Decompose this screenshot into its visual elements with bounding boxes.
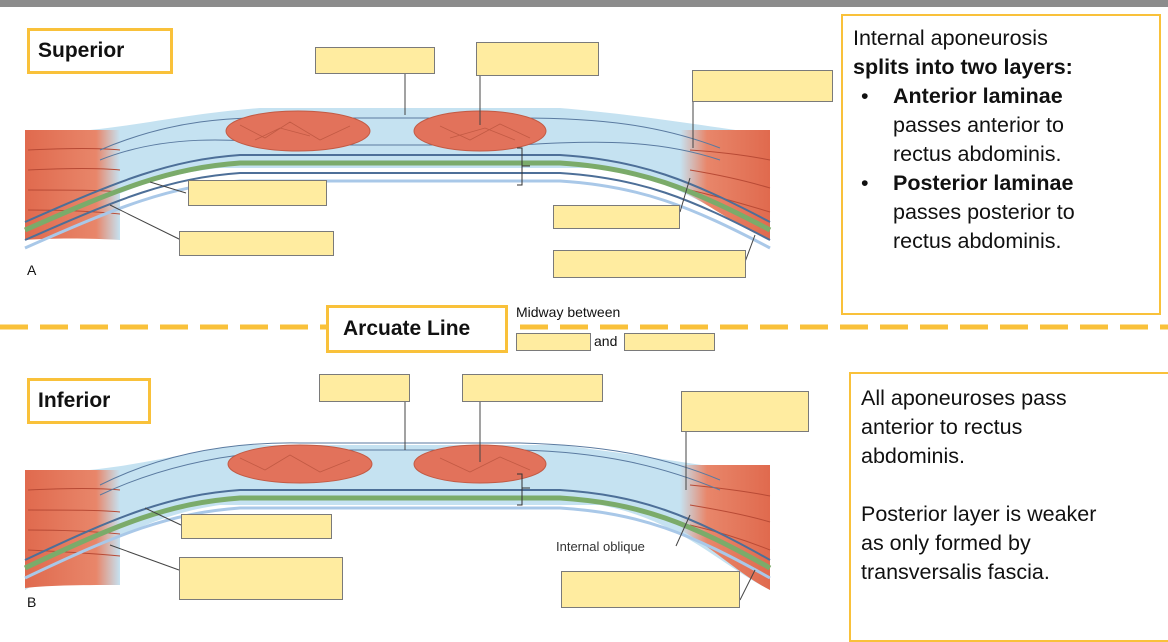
blank-label-midway-2[interactable] — [624, 333, 715, 351]
superior-note-box: Internal aponeurosis splits into two lay… — [841, 14, 1161, 315]
inferior-note-box: All aponeuroses pass anterior to rectus … — [849, 372, 1168, 642]
blank-label-i3[interactable] — [681, 391, 809, 432]
blank-label-i1[interactable] — [319, 374, 410, 402]
midway-between-text: Midway between — [516, 304, 621, 320]
blank-label-s1[interactable] — [315, 47, 435, 74]
blank-label-s5[interactable] — [179, 231, 334, 256]
blank-label-s4[interactable] — [188, 180, 327, 206]
inferior-note-line7: transversalis fascia. — [861, 560, 1050, 584]
bullet-anterior-title: Anterior laminae — [893, 84, 1063, 108]
blank-label-s6[interactable] — [553, 205, 680, 229]
blank-label-s2[interactable] — [476, 42, 599, 76]
superior-leader-lines — [109, 74, 756, 263]
inferior-note-line6: as only formed by — [861, 531, 1031, 555]
arcuate-line-tag: Arcuate Line — [326, 305, 508, 353]
internal-oblique-label: Internal oblique — [556, 539, 645, 554]
bullet-posterior: • Posterior laminae passes posterior to … — [853, 169, 1159, 256]
inferior-note-line5: Posterior layer is weaker — [861, 502, 1097, 526]
arcuate-line-text: Arcuate Line — [343, 317, 471, 340]
blank-label-s7[interactable] — [553, 250, 746, 278]
inferior-tag-text: Inferior — [38, 389, 111, 412]
superior-note-line1: Internal aponeurosis — [853, 26, 1048, 50]
blank-label-i4[interactable] — [181, 514, 332, 539]
top-divider-bar — [0, 0, 1168, 7]
bullet-posterior-title: Posterior laminae — [893, 171, 1074, 195]
inferior-leader-lines — [109, 402, 756, 601]
and-text: and — [594, 333, 618, 349]
blank-label-i2[interactable] — [462, 374, 603, 402]
blank-label-s3[interactable] — [692, 70, 833, 102]
inferior-note-spacer — [861, 471, 1168, 500]
bullet-anterior-line2: rectus abdominis. — [893, 142, 1062, 166]
panel-letter-b: B — [27, 594, 37, 610]
bullet-dot-icon: • — [861, 171, 869, 195]
inferior-note-line2: anterior to rectus — [861, 415, 1023, 439]
inferior-note-line1: All aponeuroses pass — [861, 386, 1067, 410]
bullet-dot-icon: • — [861, 84, 869, 108]
blank-label-midway-1[interactable] — [516, 333, 591, 351]
bullet-anterior-line1: passes anterior to — [893, 113, 1064, 137]
superior-tag-text: Superior — [38, 39, 125, 62]
bullet-anterior: • Anterior laminae passes anterior to re… — [853, 82, 1159, 169]
panel-letter-a: A — [27, 262, 37, 278]
superior-note-line2: splits into two layers: — [853, 55, 1073, 79]
inferior-tag: Inferior — [27, 378, 151, 424]
blank-label-i6[interactable] — [561, 571, 740, 608]
blank-label-i5[interactable] — [179, 557, 343, 600]
bullet-posterior-line1: passes posterior to — [893, 200, 1075, 224]
inferior-note-line3: abdominis. — [861, 444, 965, 468]
superior-tag: Superior — [27, 28, 173, 74]
bullet-posterior-line2: rectus abdominis. — [893, 229, 1062, 253]
superior-note-bullets: • Anterior laminae passes anterior to re… — [853, 82, 1159, 256]
inferior-wall-section — [23, 442, 772, 590]
